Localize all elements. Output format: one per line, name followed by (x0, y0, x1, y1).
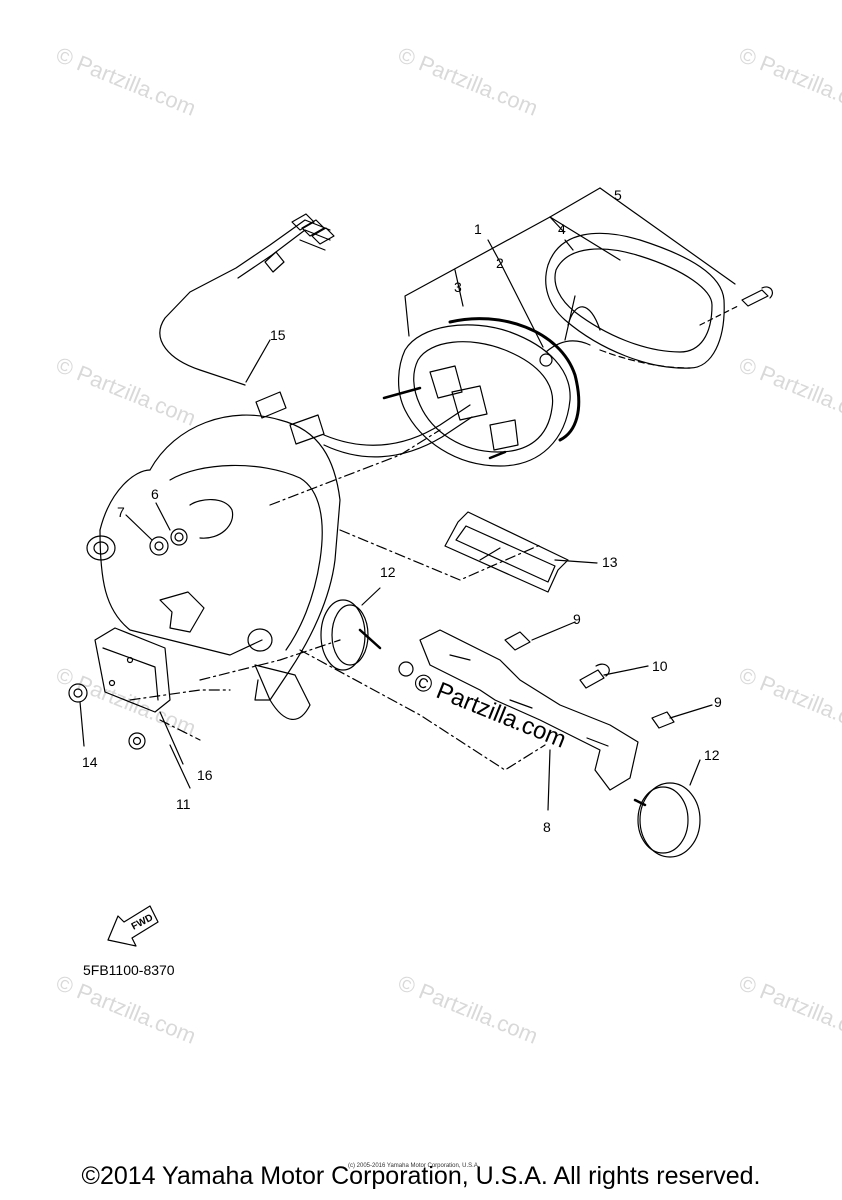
callout-5: 5 (614, 187, 622, 203)
callout-4: 4 (558, 221, 566, 237)
callout-14: 14 (82, 754, 98, 770)
callout-13: 13 (602, 554, 618, 570)
callout-1: 1 (474, 221, 482, 237)
callout-7: 7 (117, 504, 125, 520)
callout-9: 9 (714, 694, 722, 710)
callout-8: 8 (543, 819, 551, 835)
callout-10: 10 (652, 658, 668, 674)
callout-11: 11 (176, 796, 191, 812)
copyright-notice: ©2014 Yamaha Motor Corporation, U.S.A. A… (81, 1162, 761, 1190)
callout-12: 12 (704, 747, 720, 763)
callout-16: 16 (197, 767, 213, 783)
callout-6: 6 (151, 486, 159, 502)
callout-12: 12 (380, 564, 396, 580)
callout-2: 2 (496, 255, 504, 271)
callout-3: 3 (454, 279, 462, 295)
callout-15: 15 (270, 327, 286, 343)
diagram-code: 5FB1100-8370 (83, 962, 175, 978)
tiny-copyright: (c) 2005-2016 Yamaha Motor Corporation, … (348, 1163, 480, 1169)
callout-9: 9 (573, 611, 581, 627)
